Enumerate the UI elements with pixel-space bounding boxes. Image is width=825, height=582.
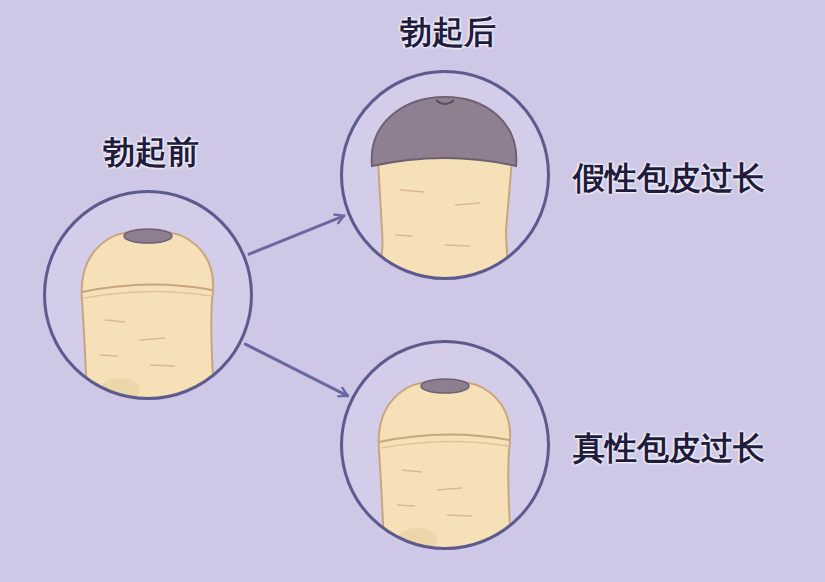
arrow-connector bbox=[249, 216, 344, 254]
illustration-circle: 真性包皮过长 bbox=[340, 340, 550, 550]
heading-label: 勃起前 bbox=[103, 133, 199, 171]
arrow-connector bbox=[245, 344, 347, 396]
heading-label: 勃起后 bbox=[400, 13, 496, 51]
side-label: 假性包皮过长 bbox=[573, 159, 765, 197]
illustration-circle: 勃起前 bbox=[43, 190, 253, 400]
illustration-circle: 勃起后假性包皮过长 bbox=[340, 70, 550, 280]
side-label: 真性包皮过长 bbox=[573, 429, 765, 467]
